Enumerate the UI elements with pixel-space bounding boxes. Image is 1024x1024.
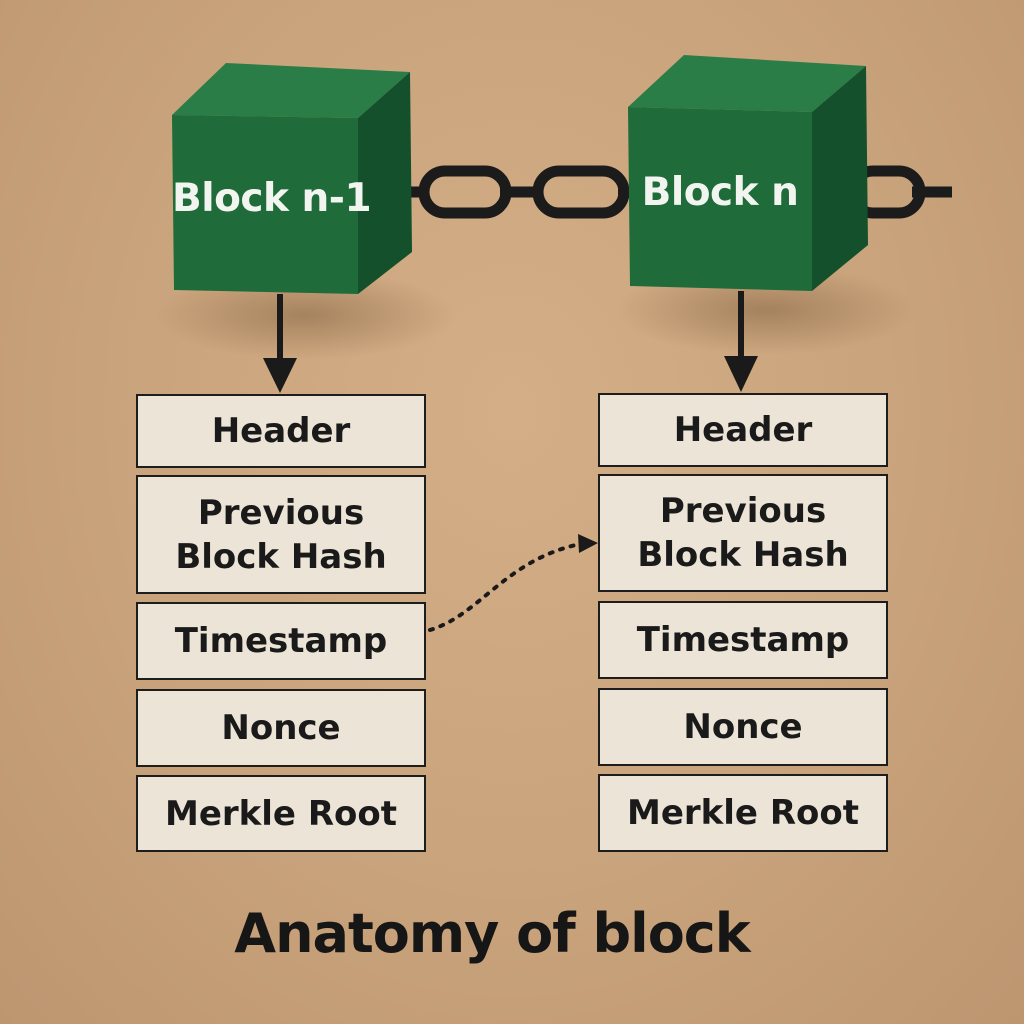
field-timestamp-right: Timestamp — [598, 601, 888, 679]
diagram-title: Anatomy of block — [234, 902, 750, 965]
down-arrow-left — [263, 294, 297, 393]
chain-link — [410, 165, 632, 219]
field-nonce-right: Nonce — [598, 688, 888, 766]
cube-side-face — [358, 72, 412, 294]
cube-top-face — [628, 55, 866, 112]
hash-link-arrow — [428, 534, 598, 632]
cube-shadow-left — [155, 270, 455, 360]
block-cube-right — [628, 55, 868, 291]
field-timestamp-left: Timestamp — [136, 602, 426, 680]
cube-front-face — [172, 115, 358, 294]
field-header-left: Header — [136, 394, 426, 468]
block-label-left: Block n-1 — [172, 176, 372, 221]
field-previous-hash-right: Previous Block Hash — [598, 474, 888, 592]
field-previous-hash-left: Previous Block Hash — [136, 475, 426, 594]
field-header-right: Header — [598, 393, 888, 467]
cube-top-face — [172, 63, 410, 118]
field-nonce-left: Nonce — [136, 689, 426, 767]
block-label-right: Block n — [641, 170, 799, 215]
cube-front-face — [628, 107, 812, 291]
cube-side-face — [812, 66, 868, 291]
field-merkle-root-right: Merkle Root — [598, 774, 888, 852]
field-merkle-root-left: Merkle Root — [136, 775, 426, 852]
down-arrow-right — [724, 291, 758, 392]
block-cube-left — [172, 63, 412, 294]
